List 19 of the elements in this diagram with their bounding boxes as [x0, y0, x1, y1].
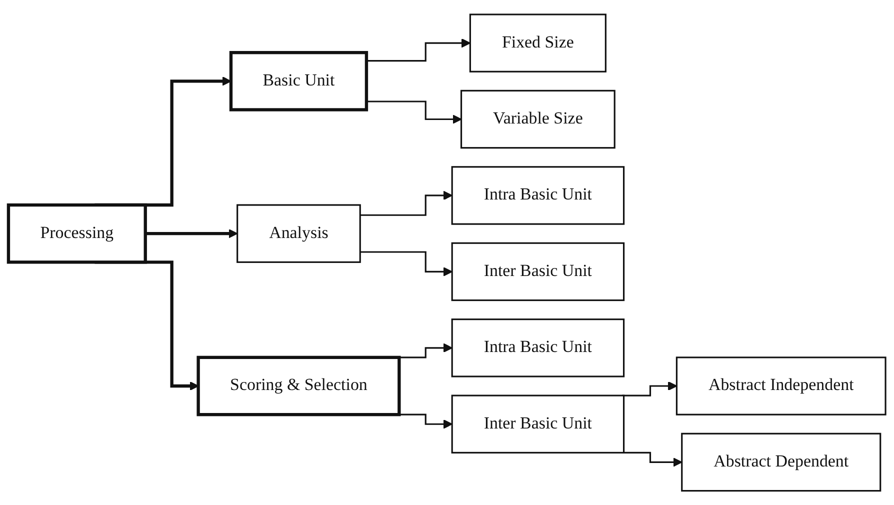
arrow [360, 251, 452, 276]
arrow [366, 38, 471, 62]
arrow [622, 452, 682, 467]
arrow [360, 190, 452, 216]
node-box: Intra Basic Unit [451, 318, 625, 378]
node-box: Abstract Dependent [681, 432, 882, 492]
node-box: Processing [6, 203, 147, 264]
node-box: Scoring & Selection [196, 356, 401, 416]
node-box: Intra Basic Unit [451, 166, 625, 225]
node-box: Abstract Independent [676, 356, 886, 416]
node-box: Basic Unit [229, 50, 368, 112]
arrow [622, 381, 678, 396]
node-box: Inter Basic Unit [451, 242, 625, 301]
arrow [366, 100, 462, 124]
node-box: Analysis [236, 204, 361, 263]
arrow [145, 228, 238, 238]
node-box: Fixed Size [469, 14, 606, 72]
node-box: Inter Basic Unit [451, 394, 625, 454]
node-box: Variable Size [460, 90, 616, 148]
